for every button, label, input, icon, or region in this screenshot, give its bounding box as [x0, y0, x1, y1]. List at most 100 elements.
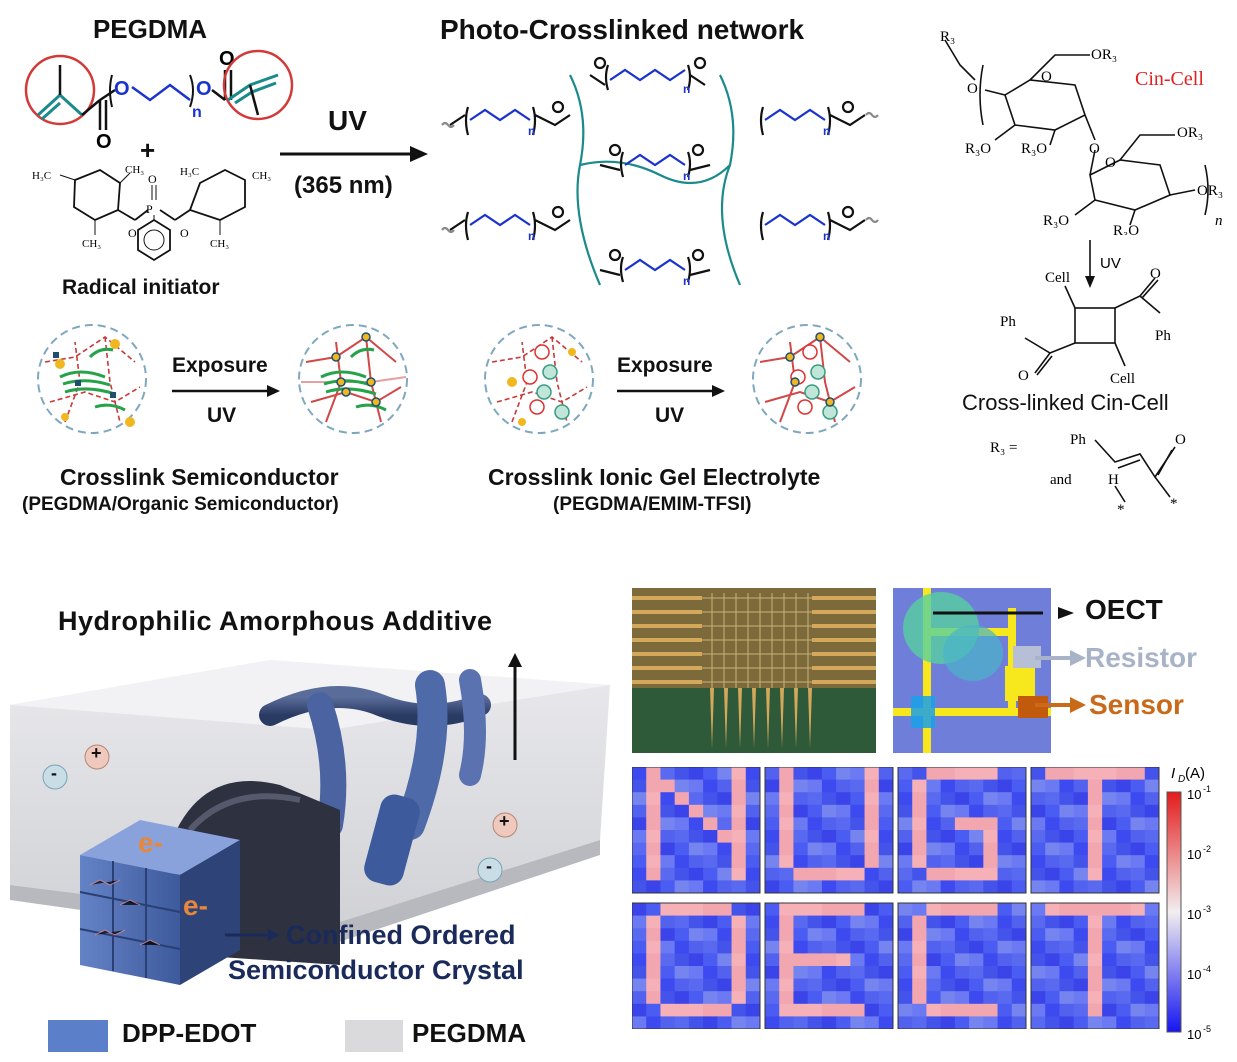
svg-text:n: n: [528, 124, 535, 138]
heatmap-cell: [940, 1016, 956, 1029]
heatmap-cell: [850, 842, 866, 856]
heatmap-cell: [731, 792, 747, 806]
heatmap-cell: [745, 867, 761, 881]
heatmap-cell: [1059, 804, 1075, 818]
heatmap-cell: [969, 804, 984, 818]
heatmap-cell: [745, 991, 761, 1005]
heatmap-cell: [1059, 991, 1075, 1005]
heatmap-cell: [969, 928, 984, 942]
heatmap-cell: [1130, 867, 1146, 881]
heatmap-cell: [688, 915, 704, 929]
heatmap-cell: [646, 855, 661, 869]
heatmap-cell: [1011, 779, 1027, 793]
radical-initiator-structure: H₃C CH₃ CH₃ O P O O H₃C CH₃ CH₃: [32, 165, 271, 262]
heatmap-cell: [807, 903, 823, 917]
heatmap-cell: [646, 830, 661, 844]
heatmap-cell: [660, 1003, 676, 1017]
heatmap-cell: [779, 928, 794, 942]
heatmap-cell: [1130, 928, 1146, 942]
heatmap-cell: [1144, 792, 1160, 806]
heatmap-cell: [1087, 903, 1103, 917]
heatmap-cell: [969, 953, 984, 967]
heatmap-cell: [997, 903, 1013, 917]
svg-text:R₃O: R₃O: [1113, 223, 1139, 235]
heatmap-cell: [1087, 842, 1103, 856]
heatmap-cell: [912, 867, 927, 881]
heatmap-cell: [1144, 991, 1160, 1005]
svg-text:O: O: [1150, 268, 1161, 282]
resistor-label: Resistor: [1085, 642, 1198, 673]
heatmap-cell: [807, 830, 823, 844]
heatmap-cell: [674, 867, 690, 881]
heatmap-cell: [1045, 1003, 1060, 1017]
svg-text:O: O: [1105, 155, 1116, 171]
heatmap-cell: [1011, 903, 1027, 917]
heatmap-cell: [632, 928, 647, 942]
heatmap-cell: [717, 804, 733, 818]
heatmap-cell: [779, 940, 794, 954]
heatmap-cell: [793, 991, 809, 1005]
heatmap-cell: [1130, 903, 1146, 917]
heatmap-cell: [1102, 991, 1117, 1005]
heatmap-cell: [898, 915, 913, 929]
svg-text:O: O: [1089, 141, 1100, 157]
heatmap-cell: [864, 817, 880, 831]
heatmap-cell: [983, 1016, 999, 1029]
heatmap-cell: [1144, 1003, 1160, 1017]
heatmap-cell: [969, 779, 984, 793]
heatmap-cell: [821, 842, 837, 856]
heatmap-cell: [1102, 842, 1117, 856]
heatmap-cell: [983, 817, 999, 831]
heatmap-cell: [765, 880, 780, 894]
heatmap-cell: [997, 867, 1013, 881]
heatmap-cell: [1116, 903, 1132, 917]
heatmap-cell: [660, 928, 676, 942]
heatmap-cell: [674, 991, 690, 1005]
heatmap-cell: [1102, 792, 1117, 806]
heatmap-cell: [703, 1016, 718, 1029]
heatmap-cell: [646, 903, 661, 917]
svg-text:10: 10: [1187, 907, 1201, 922]
heatmap-cell: [850, 804, 866, 818]
heatmap-cell: [898, 928, 913, 942]
heatmap-cell: [954, 792, 970, 806]
heatmap-cell: [807, 817, 823, 831]
heatmap-cell: [997, 1003, 1013, 1017]
heatmap-cell: [765, 928, 780, 942]
heatmap-cell: [717, 953, 733, 967]
heatmap-cell: [1059, 903, 1075, 917]
heatmap-cell: [864, 867, 880, 881]
heatmap-panel-7: [897, 902, 1027, 1029]
heatmap-cell: [878, 842, 894, 856]
svg-text:n: n: [528, 229, 535, 243]
heatmap-cell: [1045, 978, 1060, 992]
heatmap-cell: [940, 903, 956, 917]
heatmap-cell: [821, 1003, 837, 1017]
heatmap-cell: [983, 940, 999, 954]
heatmap-cell: [1116, 991, 1132, 1005]
heatmap-cell: [793, 792, 809, 806]
heatmap-cell: [1144, 903, 1160, 917]
heatmap-cell: [954, 767, 970, 781]
heatmap-cell: [926, 830, 942, 844]
heatmap-cell: [912, 830, 927, 844]
heatmap-cell: [1144, 966, 1160, 980]
heatmap-cell: [731, 991, 747, 1005]
heatmap-cell: [1130, 1016, 1146, 1029]
heatmap-cell: [646, 842, 661, 856]
heatmap-cell: [926, 779, 942, 793]
svg-text:10: 10: [1187, 847, 1201, 862]
heatmap-cell: [983, 855, 999, 869]
heatmap-cell: [1045, 842, 1060, 856]
heatmap-cell: [850, 867, 866, 881]
heatmap-cell: [926, 928, 942, 942]
heatmap-cell: [1031, 903, 1046, 917]
heatmap-cell: [745, 928, 761, 942]
heatmap-cell: [745, 804, 761, 818]
heatmap-cell: [765, 867, 780, 881]
heatmap-cell: [779, 880, 794, 894]
heatmap-cell: [1087, 767, 1103, 781]
heatmap-cell: [898, 953, 913, 967]
heatmap-cell: [878, 767, 894, 781]
heatmap-cell: [912, 928, 927, 942]
